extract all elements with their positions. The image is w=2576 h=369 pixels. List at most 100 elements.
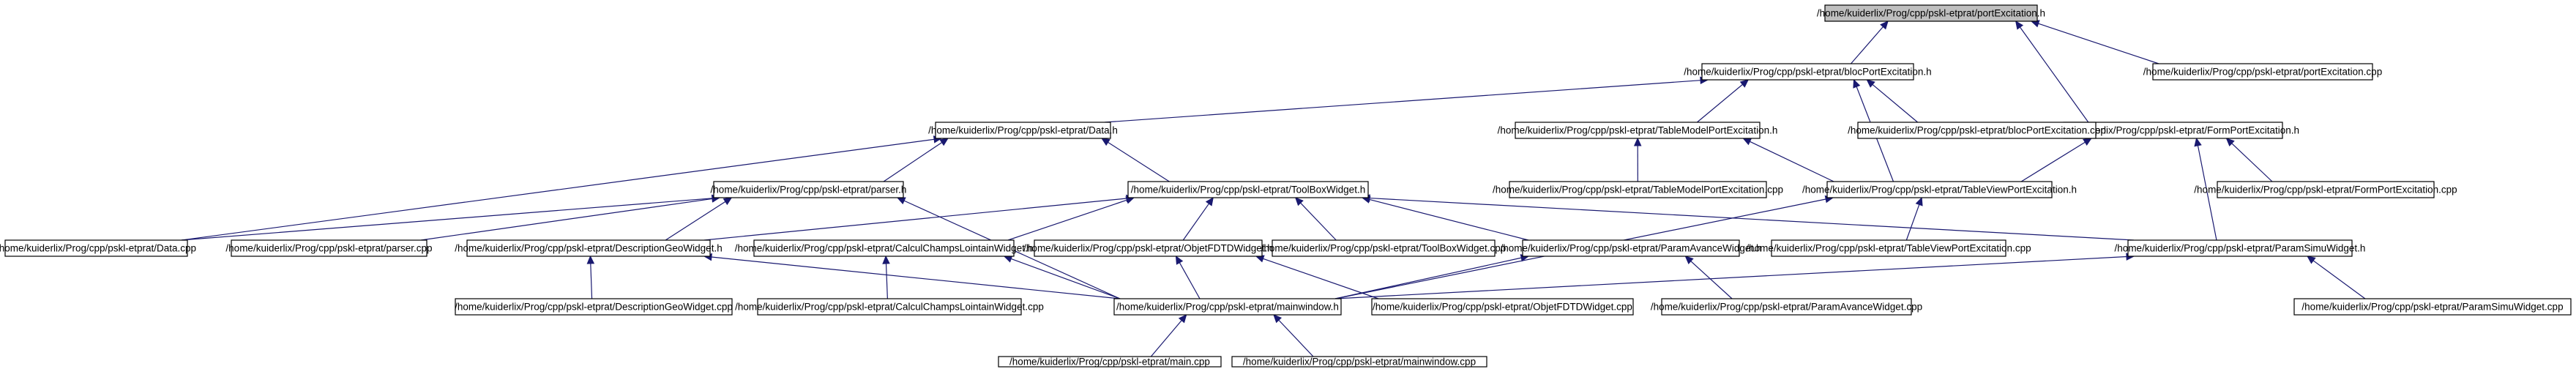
node-box [1824, 4, 2038, 22]
node-paramavancewidget-cpp[interactable]: /home/kuiderlix/Prog/cpp/pskl-etprat/Par… [1651, 298, 1922, 316]
edge-objetfdtdwidget-h-to-toolboxwidget-h [1182, 197, 1214, 241]
edge-arrowhead [1175, 255, 1184, 265]
node-paramsimuwidget-cpp[interactable]: /home/kuiderlix/Prog/cpp/pskl-etprat/Par… [2293, 298, 2572, 316]
node-tablemodelportexcitation-h[interactable]: /home/kuiderlix/Prog/cpp/pskl-etprat/Tab… [1498, 122, 1778, 139]
node-label: /home/kuiderlix/Prog/cpp/pskl-etprat/mai… [1243, 357, 1476, 368]
node-objetfdtdwidget-h[interactable]: /home/kuiderlix/Prog/cpp/pskl-etprat/Obj… [1023, 239, 1273, 257]
node-box [2127, 239, 2353, 257]
edge-line [590, 263, 593, 299]
node-box [998, 356, 1222, 368]
node-formportexcitation-cpp[interactable]: /home/kuiderlix/Prog/cpp/pskl-etprat/For… [2194, 181, 2457, 198]
edge-arrowhead [1742, 138, 1752, 146]
node-box [935, 122, 1111, 139]
node-descriptiongeowidget-cpp[interactable]: /home/kuiderlix/Prog/cpp/pskl-etprat/Des… [455, 298, 733, 316]
edge-calculchampslointainwidget-cpp-to-calculchampslointainwidget-h [882, 255, 890, 299]
edge-tablemodelportexcitation-h-to-blocportexcitation-h [1696, 79, 1750, 123]
node-tablemodelportexcitation-cpp[interactable]: /home/kuiderlix/Prog/cpp/pskl-etprat/Tab… [1493, 181, 1783, 198]
node-tableviewportexcitation-cpp[interactable]: /home/kuiderlix/Prog/cpp/pskl-etprat/Tab… [1746, 239, 2031, 257]
edge-mainwindow-h-to-paramsimuwidget-h [1334, 253, 2135, 299]
node-descriptiongeowidget-h[interactable]: /home/kuiderlix/Prog/cpp/pskl-etprat/Des… [455, 239, 723, 257]
node-box [1034, 239, 1263, 257]
edge-line [2197, 145, 2217, 241]
edge-line [1750, 141, 1834, 182]
node-portexcitation-cpp[interactable]: /home/kuiderlix/Prog/cpp/pskl-etprat/por… [2143, 63, 2382, 81]
node-toolboxwidget-cpp[interactable]: /home/kuiderlix/Prog/cpp/pskl-etprat/Too… [1261, 239, 1507, 257]
node-paramavancewidget-h[interactable]: /home/kuiderlix/Prog/cpp/pskl-etprat/Par… [1501, 239, 1762, 257]
node-box [1127, 181, 1369, 198]
node-objetfdtdwidget-cpp[interactable]: /home/kuiderlix/Prog/cpp/pskl-etprat/Obj… [1371, 298, 1634, 316]
node-box [1371, 298, 1634, 316]
edge-line [1369, 197, 2135, 241]
node-label: /home/kuiderlix/Prog/cpp/pskl-etprat/Par… [2115, 243, 2366, 254]
edge-arrowhead [1880, 20, 1889, 30]
node-main-cpp[interactable]: /home/kuiderlix/Prog/cpp/pskl-etprat/mai… [998, 356, 1222, 368]
node-blocportexcitation-h[interactable]: /home/kuiderlix/Prog/cpp/pskl-etprat/blo… [1684, 63, 1932, 81]
node-label: /home/kuiderlix/Prog/cpp/pskl-etprat/Par… [1501, 243, 1762, 254]
edge-line [1334, 256, 2127, 299]
node-mainwindow-cpp[interactable]: /home/kuiderlix/Prog/cpp/pskl-etprat/mai… [1231, 356, 1487, 368]
edge-data-h-to-blocportexcitation-h [1104, 76, 1709, 123]
node-blocportexcitation-cpp[interactable]: /home/kuiderlix/Prog/cpp/pskl-etprat/blo… [1848, 122, 2106, 139]
node-box [753, 239, 1015, 257]
node-label: /home/kuiderlix/Prog/cpp/pskl-etprat/Tab… [1493, 184, 1783, 195]
edge-line [703, 198, 1127, 241]
node-label: /home/kuiderlix/Prog/cpp/pskl-etprat/Too… [1131, 184, 1365, 195]
node-portexcitation-h[interactable]: /home/kuiderlix/Prog/cpp/pskl-etprat/por… [1817, 4, 2045, 22]
edge-line [420, 198, 713, 241]
edge-line [1851, 26, 1884, 64]
node-mainwindow-h[interactable]: /home/kuiderlix/Prog/cpp/pskl-etprat/mai… [1113, 298, 1342, 316]
node-box [1701, 63, 1914, 81]
edge-arrowhead [882, 255, 890, 264]
edge-paramavancewidget-h-to-toolboxwidget-h [1361, 195, 1529, 241]
node-box [1113, 298, 1342, 316]
node-label: /home/kuiderlix/Prog/cpp/pskl-etprat/par… [225, 243, 432, 254]
edge-line [1108, 141, 1170, 182]
edge-tableviewportexcitation-cpp-to-tableviewportexcitation-h [1905, 196, 1923, 241]
edge-paramavancewidget-cpp-to-paramavancewidget-h [1684, 256, 1733, 299]
node-box [2293, 298, 2572, 316]
edge-line [181, 198, 713, 241]
edge-paramsimuwidget-h-to-toolboxwidget-h [1361, 194, 2135, 241]
node-calculchampslointainwidget-h[interactable]: /home/kuiderlix/Prog/cpp/pskl-etprat/Cal… [735, 239, 1033, 257]
node-label: /home/kuiderlix/Prog/cpp/pskl-etprat/For… [2194, 184, 2457, 195]
node-paramsimuwidget-h[interactable]: /home/kuiderlix/Prog/cpp/pskl-etprat/Par… [2115, 239, 2366, 257]
node-box [713, 181, 904, 198]
node-parser-cpp[interactable]: /home/kuiderlix/Prog/cpp/pskl-etprat/par… [225, 239, 433, 257]
node-box [1771, 239, 2006, 257]
node-label: /home/kuiderlix/Prog/cpp/pskl-etprat/por… [2143, 67, 2382, 78]
edge-line [1011, 258, 1121, 299]
node-label: /home/kuiderlix/Prog/cpp/pskl-etprat/mai… [1009, 357, 1210, 368]
edge-mainwindow-h-to-paramavancewidget-h [1334, 254, 1530, 299]
edge-line [1007, 199, 1127, 241]
node-tableviewportexcitation-h[interactable]: /home/kuiderlix/Prog/cpp/pskl-etprat/Tab… [1802, 181, 2077, 198]
edge-line [1905, 204, 1920, 241]
edge-arrowhead [1205, 197, 1214, 206]
edge-mainwindow-h-to-objetfdtdwidget-h [1175, 255, 1201, 299]
node-data-h[interactable]: /home/kuiderlix/Prog/cpp/pskl-etprat/Dat… [928, 122, 1118, 139]
edge-arrowhead [896, 197, 906, 205]
edge-formportexcitation-cpp-to-formportexcitation-h [2225, 138, 2273, 182]
edge-line [665, 201, 726, 241]
node-data-cpp[interactable]: /home/kuiderlix/Prog/cpp/pskl-etprat/Dat… [0, 239, 196, 257]
edge-line [181, 138, 935, 241]
edge-arrowhead [1633, 137, 1642, 146]
node-label: /home/kuiderlix/Prog/cpp/pskl-etprat/Dat… [0, 243, 196, 254]
edge-line [1263, 258, 1379, 299]
node-box [1661, 298, 1912, 316]
edge-arrowhead [2015, 20, 2024, 30]
node-box [757, 298, 1022, 316]
edge-descriptiongeowidget-h-to-toolboxwidget-h [703, 194, 1135, 241]
node-formportexcitation-h[interactable]: /home/kuiderlix/Prog/cpp/pskl-etprat/For… [2047, 122, 2299, 139]
edge-blocportexcitation-h-to-portexcitation-h [1851, 20, 1889, 64]
node-label: /home/kuiderlix/Prog/cpp/pskl-etprat/Par… [2301, 302, 2563, 313]
node-label: /home/kuiderlix/Prog/cpp/pskl-etprat/Dat… [928, 125, 1118, 136]
edge-tableviewportexcitation-h-to-tablemodelportexcitation-h [1742, 138, 1834, 182]
edge-line [2312, 260, 2366, 299]
edge-line [1872, 83, 1919, 123]
node-parser-h[interactable]: /home/kuiderlix/Prog/cpp/pskl-etprat/par… [711, 181, 907, 198]
node-toolboxwidget-h[interactable]: /home/kuiderlix/Prog/cpp/pskl-etprat/Too… [1127, 181, 1369, 198]
edge-arrowhead [1294, 197, 1304, 206]
edge-line [1696, 83, 1743, 123]
node-calculchampslointainwidget-cpp[interactable]: /home/kuiderlix/Prog/cpp/pskl-etprat/Cal… [735, 298, 1044, 316]
node-label: /home/kuiderlix/Prog/cpp/pskl-etprat/Des… [455, 302, 733, 313]
